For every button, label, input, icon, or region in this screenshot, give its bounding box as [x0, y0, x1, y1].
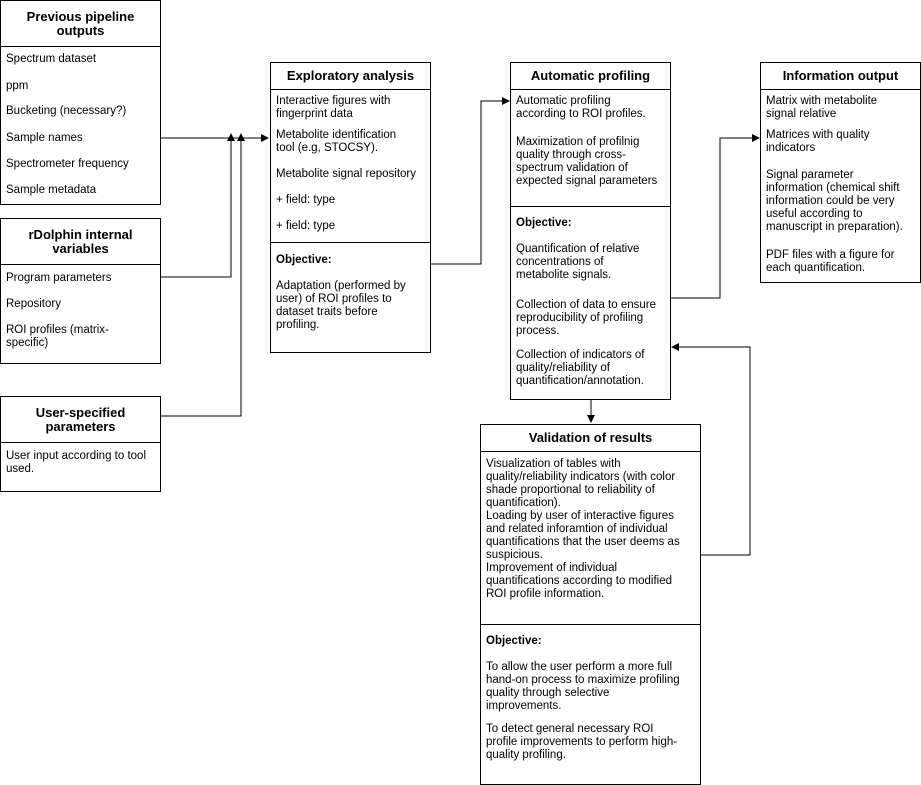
list-item: Repository [6, 298, 61, 310]
objective-label: Objective: [276, 254, 332, 266]
previous-items: Spectrum dataset ppm Bucketing (necessar… [1, 47, 160, 204]
list-item: + field: type [276, 194, 336, 206]
objective-text: Collection of indicators of quality/reli… [516, 349, 645, 387]
exploratory-objective: Objective: Adaptation (performed by user… [271, 243, 430, 351]
exploratory-items: Interactive figures with fingerprint dat… [271, 90, 430, 243]
list-item: Matrices with quality indicators [766, 129, 870, 154]
list-item: Program parameters [6, 272, 112, 284]
objective-text: Quantification of relative concentration… [516, 243, 640, 281]
validation-results-box[interactable]: Validation of results Visualization of t… [480, 424, 701, 785]
list-item: Spectrum dataset [6, 53, 97, 65]
list-item: ROI profiles (matrix- specific) [6, 324, 109, 349]
list-item: Interactive figures with fingerprint dat… [276, 95, 391, 120]
objective-label: Objective: [516, 217, 572, 229]
rdolphin-title: rDolphin internal variables [1, 219, 160, 265]
exploratory-title: Exploratory analysis [271, 63, 430, 90]
connector-automatic-to-information [671, 134, 760, 299]
user-parameters-title: User-specified parameters [1, 397, 160, 443]
automatic-items: Automatic profiling according to ROI pro… [511, 90, 670, 207]
list-item: Bucketing (necessary?) [6, 105, 127, 117]
list-item: Automatic profiling according to ROI pro… [516, 95, 646, 120]
exploratory-analysis-box[interactable]: Exploratory analysis Interactive figures… [270, 62, 431, 353]
objective-label: Objective: [486, 635, 542, 647]
list-item: PDF files with a figure for each quantif… [766, 249, 895, 274]
validation-title: Validation of results [481, 425, 700, 452]
previous-pipeline-title: Previous pipeline outputs [1, 1, 160, 47]
list-item: Signal parameter information (chemical s… [766, 169, 903, 233]
automatic-profiling-box[interactable]: Automatic profiling Automatic profiling … [510, 62, 671, 400]
information-output-box[interactable]: Information output Matrix with metabolit… [760, 62, 921, 283]
rdolphin-variables-box[interactable]: rDolphin internal variables Program para… [0, 218, 161, 364]
list-item: Matrix with metabolite signal relative [766, 95, 878, 120]
connector-user-to-join [161, 133, 245, 417]
list-item: Spectrometer frequency [6, 158, 129, 170]
validation-objective: Objective: To allow the user perform a m… [481, 625, 700, 784]
automatic-objective: Objective: Quantification of relative co… [511, 207, 670, 399]
objective-text: Adaptation (performed by user) of ROI pr… [276, 280, 406, 331]
objective-text: Collection of data to ensure reproducibi… [516, 299, 657, 337]
objective-text: To allow the user perform a more full ha… [486, 661, 680, 712]
rdolphin-items: Program parameters Repository ROI profil… [1, 265, 160, 363]
previous-pipeline-box[interactable]: Previous pipeline outputs Spectrum datas… [0, 0, 161, 205]
list-item: Sample names [6, 132, 83, 144]
list-item: Metabolite signal repository [276, 168, 416, 180]
connector-rdolphin-to-join [161, 133, 235, 278]
list-item: User input according to tool used. [6, 450, 146, 475]
information-title: Information output [761, 63, 920, 90]
validation-text: Visualization of tables with quality/rel… [486, 458, 680, 600]
automatic-title: Automatic profiling [511, 63, 670, 90]
list-item: + field: type [276, 220, 336, 232]
connector-exploratory-to-automatic [431, 97, 510, 265]
list-item: ppm [6, 80, 29, 92]
objective-text: To detect general necessary ROI profile … [486, 723, 678, 761]
information-items: Matrix with metabolite signal relative M… [761, 90, 920, 282]
user-parameters-box[interactable]: User-specified parameters User input acc… [0, 396, 161, 492]
list-item: Sample metadata [6, 184, 97, 196]
list-item: Maximization of profilnig quality throug… [516, 136, 658, 187]
user-items: User input according to tool used. [1, 443, 160, 491]
list-item: Metabolite identification tool (e.g, STO… [276, 129, 397, 154]
validation-body: Visualization of tables with quality/rel… [481, 452, 700, 625]
